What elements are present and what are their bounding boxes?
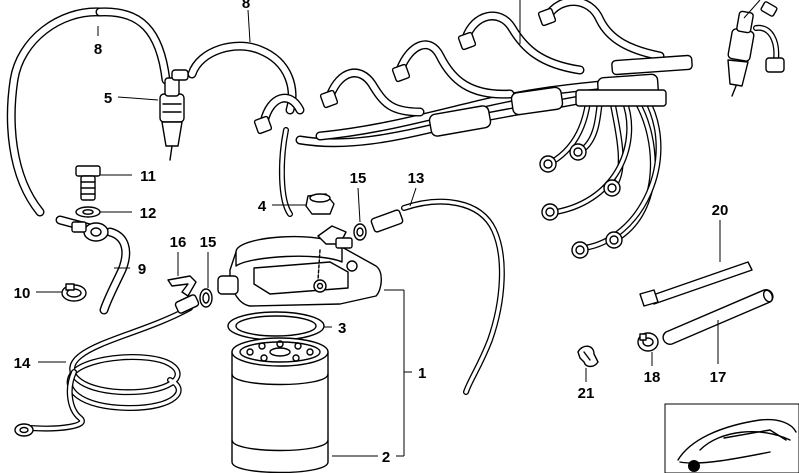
callout-16: 16	[170, 234, 187, 251]
callout-2: 2	[382, 449, 390, 466]
injection-pipe-bundle	[259, 0, 693, 148]
banjo-fitting	[71, 221, 109, 242]
callout-14: 14	[14, 355, 31, 372]
fuel-injector-right	[727, 1, 785, 97]
injection-pipes-lower	[539, 89, 667, 259]
pipe-union-nuts	[253, 7, 557, 135]
cable-tie	[639, 261, 753, 307]
callout-4: 4	[258, 198, 267, 215]
callout-15-right: 15	[350, 170, 367, 187]
hose-clamp-10	[61, 283, 87, 302]
callout-21: 21	[578, 385, 595, 402]
callout-15-left: 15	[200, 234, 217, 251]
banjo-bolt	[75, 165, 101, 201]
vehicle-locator-thumbnail	[664, 403, 799, 473]
callout-3: 3	[338, 320, 346, 337]
fuel-filter-housing	[217, 225, 382, 307]
retaining-clip-21	[577, 345, 599, 368]
o-ring-15-left	[199, 288, 213, 308]
fuel-filter-cartridge	[231, 337, 329, 473]
leader-lines	[36, 0, 761, 457]
callout-20: 20	[712, 202, 729, 219]
vent-plug	[305, 193, 335, 215]
callout-11: 11	[140, 168, 156, 185]
retaining-clip-16	[167, 275, 197, 297]
return-hose-center	[187, 41, 297, 217]
callout-18: 18	[644, 369, 661, 386]
callout-8: 8	[94, 41, 102, 58]
callout-17: 17	[710, 369, 727, 386]
callout-10: 10	[14, 285, 31, 302]
callout-5: 5	[104, 90, 112, 107]
return-hose-left	[6, 7, 171, 217]
callout-labels: 8 8 5 11 12 4 15 13 16 15 9 10 3 1 14 2 …	[14, 0, 729, 466]
callout-8b: 8	[242, 0, 250, 12]
filter-gasket	[227, 311, 325, 341]
callout-9: 9	[138, 261, 146, 278]
hose-clamp-18	[637, 332, 659, 352]
callout-13: 13	[408, 170, 425, 187]
fuel-hose-17	[662, 289, 774, 345]
sealing-washer	[75, 206, 101, 218]
o-ring-15-right	[353, 223, 367, 241]
fuel-line-13	[370, 198, 505, 395]
callout-12: 12	[140, 205, 157, 222]
callout-1: 1	[418, 365, 426, 382]
fuel-injector-left	[159, 69, 189, 161]
coiled-fuel-line	[14, 294, 200, 437]
